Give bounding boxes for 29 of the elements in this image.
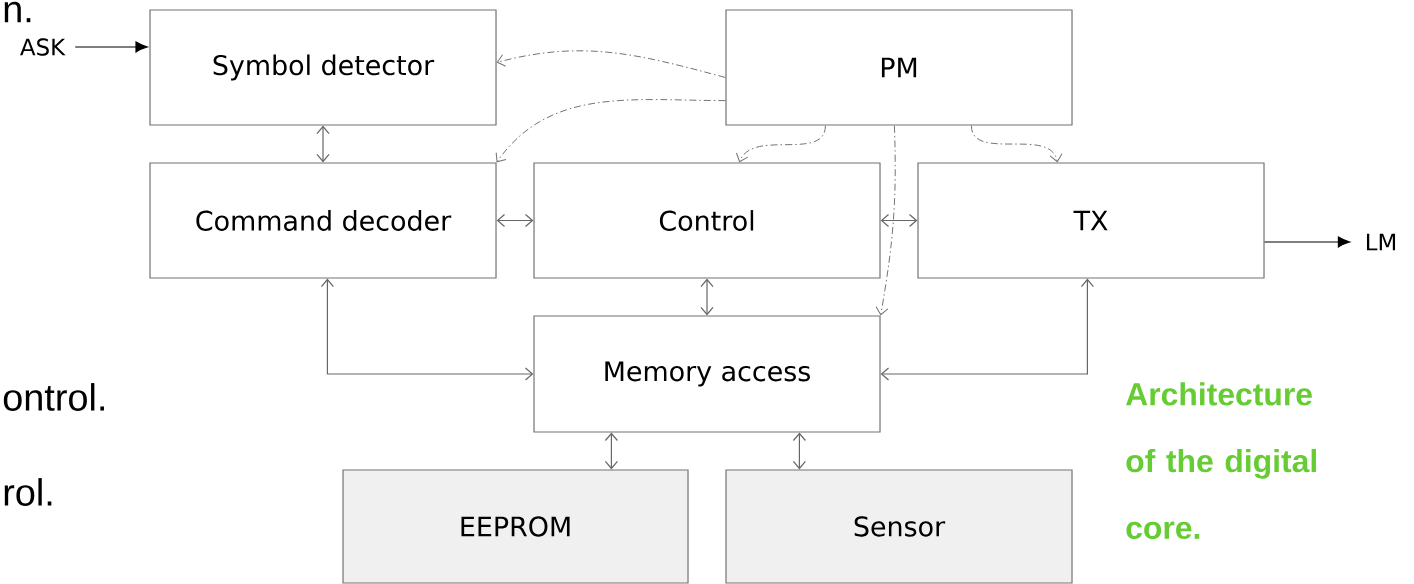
block-box: Command decoder <box>149 162 497 279</box>
block-box: Sensor <box>725 469 1073 584</box>
slide-text: ontrol. <box>3 383 104 411</box>
arrow <box>1264 236 1351 248</box>
caption-text: Architecture of the digital core. <box>1126 382 1316 540</box>
arrow <box>316 125 330 163</box>
arrow <box>880 278 1094 381</box>
arrow <box>74 41 148 53</box>
arrow <box>875 125 896 316</box>
arrow <box>970 125 1063 163</box>
block-box: PM <box>725 9 1073 126</box>
arrow <box>496 213 534 228</box>
arrow <box>320 278 534 381</box>
arrow <box>495 99 726 163</box>
arrow <box>880 213 918 228</box>
block-box: EEPROM <box>342 469 689 584</box>
arrow <box>496 50 726 78</box>
arrow <box>792 432 806 470</box>
block-box: TX <box>917 162 1265 279</box>
signal-label: ASK <box>20 38 66 56</box>
slide-text: rol. <box>4 478 52 506</box>
arrow <box>735 125 826 163</box>
block-box: Control <box>533 162 881 279</box>
arrow <box>604 432 618 470</box>
block-box: Symbol detector <box>149 9 497 126</box>
arrow <box>700 278 714 316</box>
block-box: Memory access <box>533 315 881 433</box>
signal-label: LM <box>1367 233 1396 251</box>
slide-text: n. <box>4 1 31 23</box>
